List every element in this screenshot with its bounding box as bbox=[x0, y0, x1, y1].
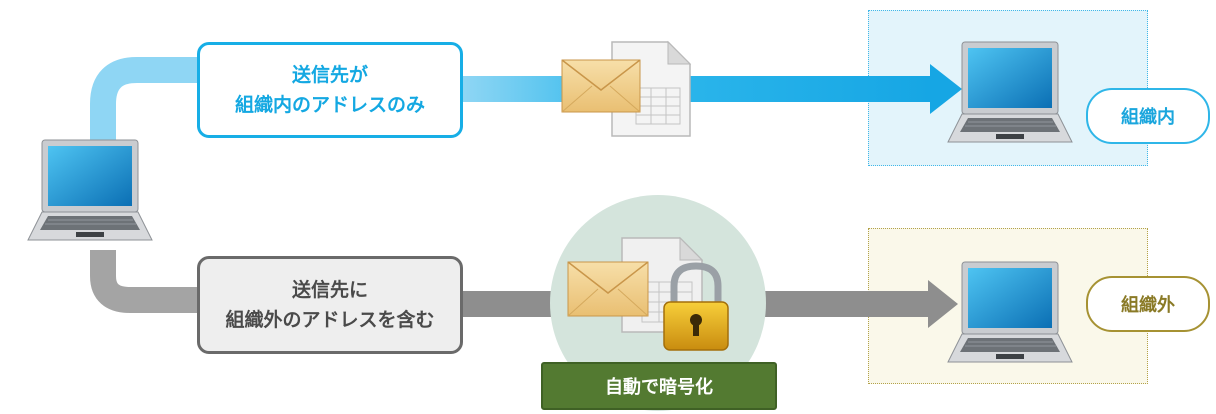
external-condition-box: 送信先に 組織外のアドレスを含む bbox=[197, 256, 463, 354]
internal-condition-box: 送信先が 組織内のアドレスのみ bbox=[197, 42, 463, 138]
auto-encrypt-label: 自動で暗号化 bbox=[541, 362, 777, 410]
internal-condition-line1: 送信先が bbox=[291, 64, 368, 86]
internal-destination-label: 組織内 bbox=[1086, 88, 1210, 144]
laptop-icon bbox=[947, 41, 1073, 143]
laptop-icon bbox=[27, 139, 153, 241]
external-condition-line2: 組織外のアドレスを含む bbox=[225, 309, 435, 331]
envelope-icon bbox=[561, 59, 641, 113]
padlock-icon bbox=[663, 262, 729, 351]
envelope-icon bbox=[567, 261, 649, 317]
arrow-right-icon bbox=[930, 64, 962, 114]
arrow-right-icon bbox=[928, 280, 958, 328]
internal-route-line bbox=[90, 57, 933, 140]
laptop-icon bbox=[947, 261, 1073, 363]
internal-condition-line2: 組織内のアドレスのみ bbox=[234, 94, 425, 116]
external-destination-label: 組織外 bbox=[1086, 276, 1210, 332]
external-condition-line1: 送信先に bbox=[291, 279, 368, 301]
